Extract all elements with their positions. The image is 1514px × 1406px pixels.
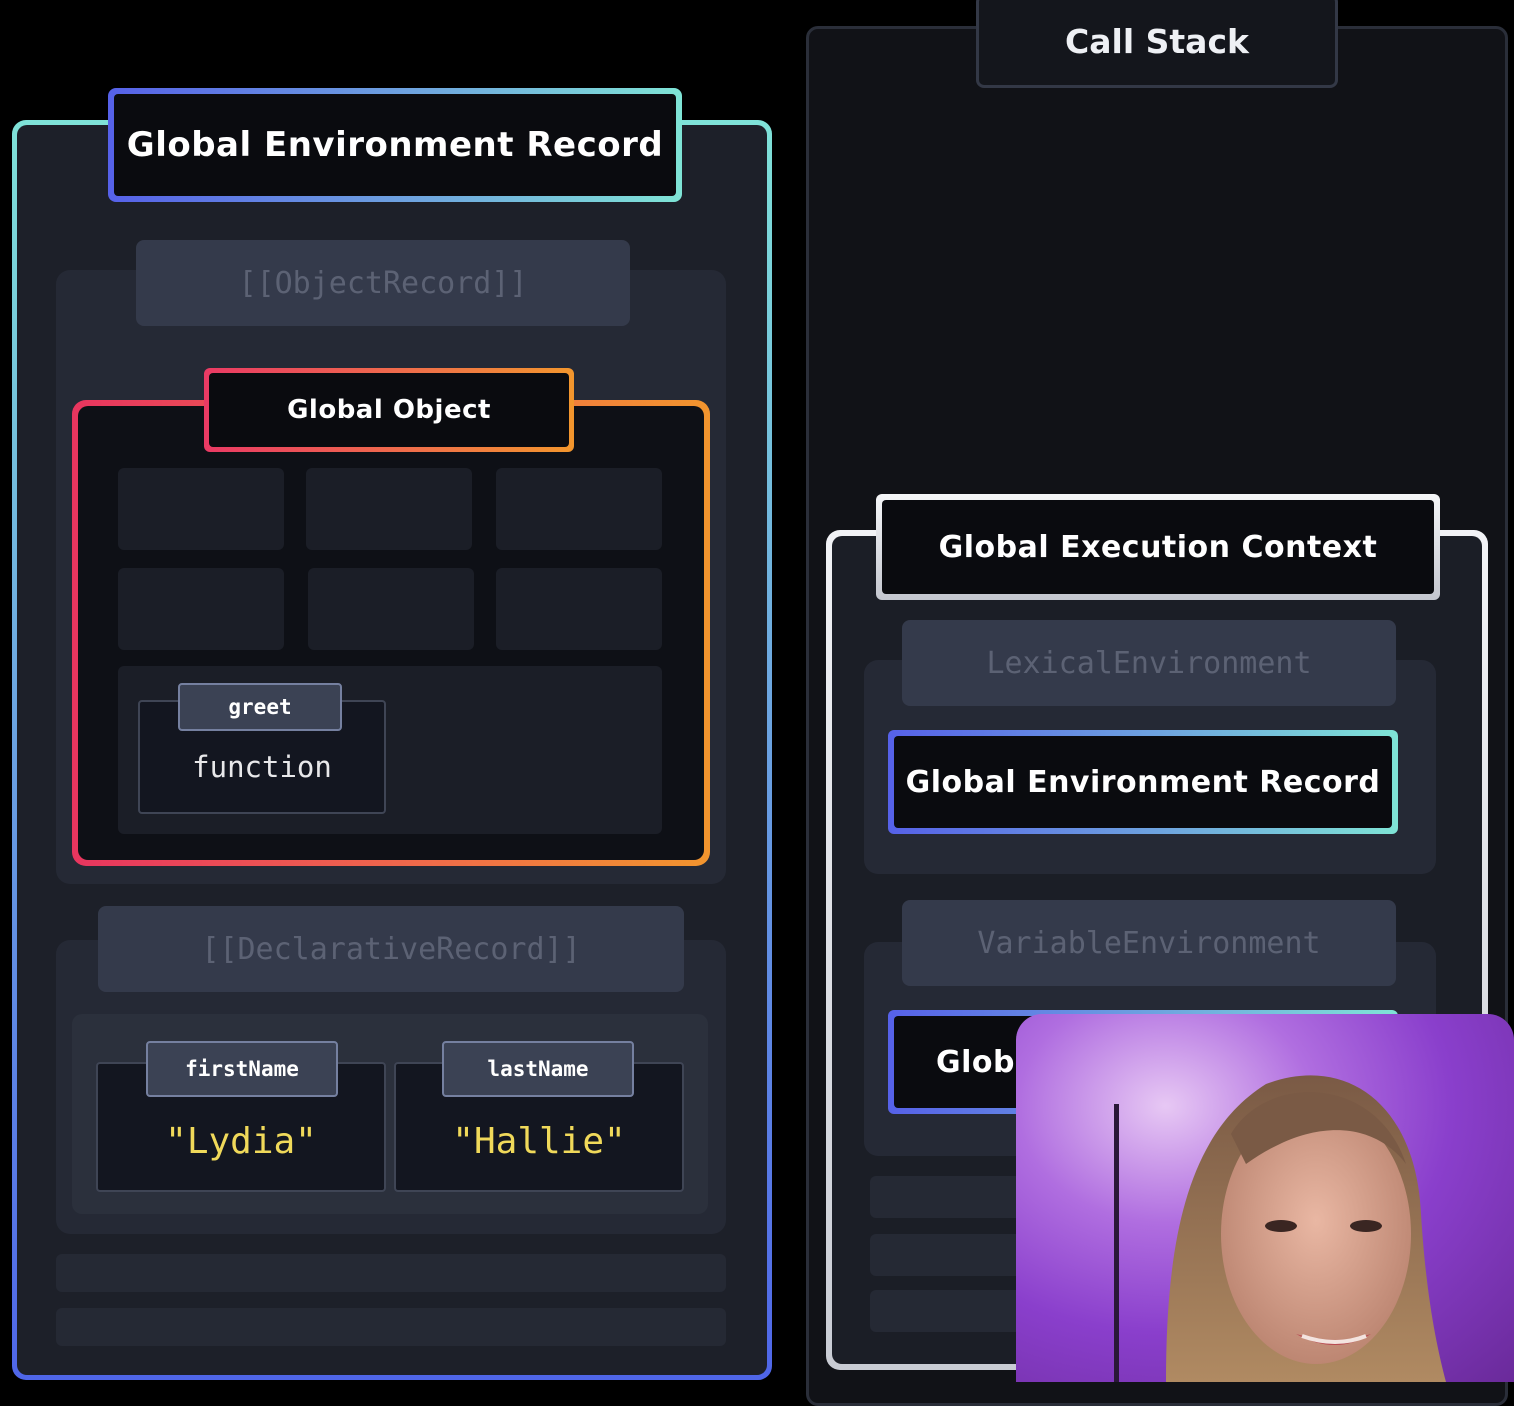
object-slot (118, 568, 284, 650)
lastname-property-name: lastName (442, 1041, 634, 1097)
object-slot (308, 568, 474, 650)
object-slot (496, 468, 662, 550)
object-slot (496, 568, 662, 650)
object-slot (118, 468, 284, 550)
call-stack-title: Call Stack (976, 0, 1338, 88)
object-record-label: [[ObjectRecord]] (136, 240, 630, 326)
presenter-webcam (1016, 1014, 1514, 1382)
lastname-value: "Hallie" (452, 1121, 626, 1162)
global-object-title: Global Object (204, 368, 574, 452)
firstname-property-name: firstName (146, 1041, 338, 1097)
presenter-image (1114, 1075, 1446, 1382)
empty-row (56, 1308, 726, 1346)
greet-value: function (192, 750, 332, 784)
declarative-record-label: [[DeclarativeRecord]] (98, 906, 684, 992)
firstname-value: "Lydia" (165, 1121, 317, 1162)
variable-environment-label: VariableEnvironment (902, 900, 1396, 986)
global-execution-context-title: Global Execution Context (876, 494, 1440, 600)
greet-property-name: greet (178, 683, 342, 731)
global-environment-record-title: Global Environment Record (108, 88, 682, 202)
empty-row (56, 1254, 726, 1292)
lexical-environment-label: LexicalEnvironment (902, 620, 1396, 706)
object-slot (306, 468, 472, 550)
lexical-environment-record: Global Environment Record (888, 730, 1398, 834)
